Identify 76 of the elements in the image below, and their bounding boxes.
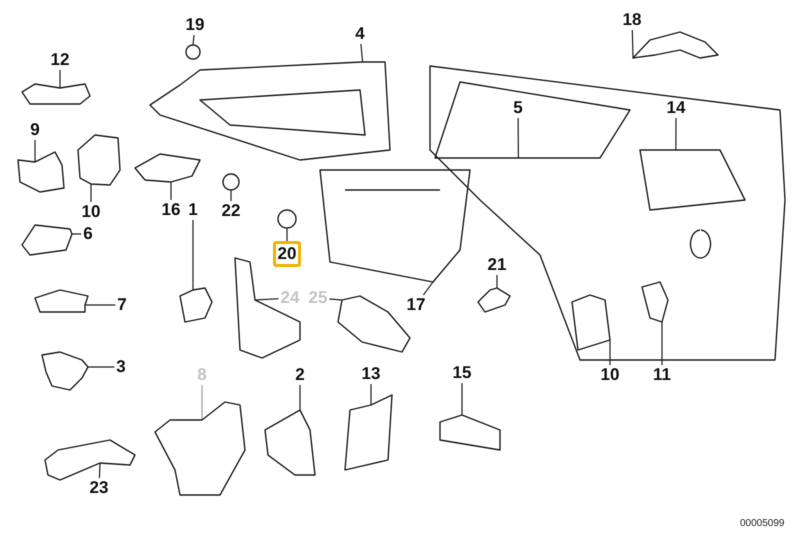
grommet-drawing — [221, 172, 241, 192]
callout-number: 10 — [80, 202, 102, 222]
grommet-drawing — [276, 208, 298, 230]
callout-number: 3 — [114, 357, 128, 377]
leader-line — [201, 385, 203, 420]
leader-line — [34, 140, 36, 162]
bracket-drawing — [438, 413, 502, 452]
clip-drawing — [640, 280, 670, 324]
callout-number: 5 — [511, 98, 525, 118]
callout-number: 6 — [81, 224, 95, 244]
bracket-drawing — [263, 408, 317, 477]
leader-line — [360, 44, 364, 62]
callout-number: 21 — [486, 255, 508, 275]
bracket-drawing — [343, 393, 394, 472]
bracket-drawing — [631, 30, 720, 60]
callout-number: 8 — [195, 365, 209, 385]
leader-line — [90, 184, 92, 202]
leader-line — [329, 298, 342, 301]
callout-number: 7 — [115, 295, 129, 315]
cap-drawing — [184, 43, 202, 61]
callout-number: 23 — [88, 478, 110, 498]
leader-line — [461, 383, 463, 415]
leader-line — [88, 366, 114, 368]
clip-drawing — [40, 350, 90, 392]
firewall-panel-drawing — [428, 64, 787, 362]
bracket-drawing — [178, 286, 214, 324]
callout-number: 22 — [220, 201, 242, 221]
callout-number: 1 — [186, 200, 200, 220]
bracket-drawing — [153, 400, 247, 497]
wheel-housing-drawing — [318, 168, 472, 284]
bracket-drawing — [43, 438, 137, 482]
leader-line — [72, 233, 82, 235]
callout-number: 11 — [651, 365, 673, 385]
leader-line — [85, 304, 116, 306]
callout-number: 14 — [664, 98, 688, 118]
leader-line — [632, 30, 634, 58]
leader-line — [609, 340, 611, 365]
leader-line — [518, 118, 519, 158]
callout-number: 15 — [450, 363, 474, 383]
callout-number: 20 — [272, 241, 302, 267]
callout-number: 10 — [598, 365, 622, 385]
callout-number: 19 — [184, 15, 206, 35]
clip-drawing — [20, 223, 74, 257]
callout-number: 13 — [360, 364, 382, 384]
leader-line — [675, 118, 677, 150]
leader-line — [661, 322, 663, 365]
leader-line — [286, 228, 288, 241]
clip-drawing — [33, 288, 90, 314]
leader-line — [59, 70, 61, 88]
plug-drawing — [476, 286, 512, 314]
leader-line — [254, 298, 279, 301]
callout-number: 2 — [293, 365, 307, 385]
callout-number: 9 — [28, 120, 42, 140]
clip-drawing — [570, 293, 612, 352]
bracket-drawing — [133, 152, 202, 184]
callout-number: 16 — [160, 200, 182, 220]
leader-line — [98, 462, 101, 478]
leader-line — [422, 281, 434, 296]
callout-number: 24 — [278, 288, 302, 308]
callout-number: 17 — [404, 295, 428, 315]
callout-number: 12 — [48, 50, 72, 70]
clip-drawing — [16, 150, 66, 194]
clip-drawing — [20, 82, 92, 106]
cowl-tray-drawing — [148, 60, 392, 162]
clip-drawing — [76, 133, 122, 187]
callout-number: 25 — [306, 288, 330, 308]
leader-line — [192, 34, 195, 46]
callout-number: 18 — [620, 10, 644, 30]
leader-line — [170, 182, 172, 200]
leader-line — [370, 384, 372, 405]
leader-line — [192, 220, 194, 290]
drawing-number: 00005099 — [740, 518, 784, 529]
leader-line — [230, 190, 232, 201]
leader-line — [299, 385, 301, 410]
callout-number: 4 — [353, 24, 367, 44]
leader-line — [496, 275, 498, 288]
